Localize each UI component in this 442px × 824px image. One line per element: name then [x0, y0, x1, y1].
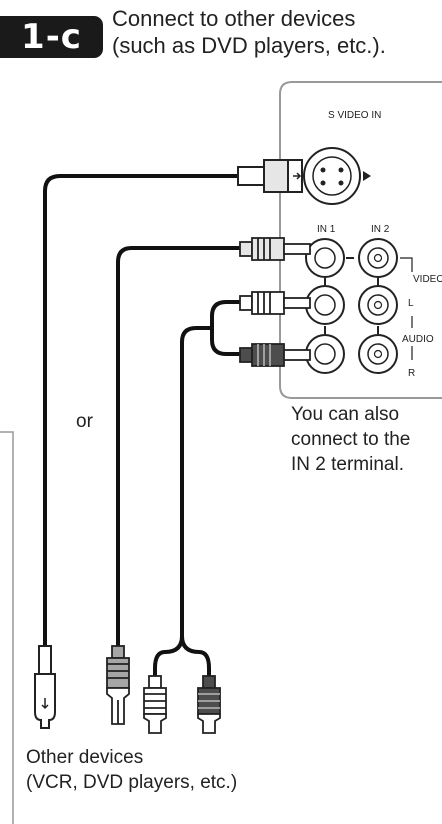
- devices-note: Other devices (VCR, DVD players, etc.): [26, 745, 237, 795]
- in2-note-line3: IN 2 terminal.: [291, 454, 404, 475]
- in2-label: IN 2: [371, 224, 390, 235]
- video-cable: [116, 246, 242, 648]
- video-label: VIDEO: [413, 274, 442, 285]
- audio-split: [153, 635, 211, 678]
- section-badge: 1-c: [0, 16, 103, 58]
- devices-note-line1: Other devices: [26, 747, 144, 768]
- in2-note: You can also connect to the IN 2 termina…: [291, 402, 410, 477]
- svideo-in-jack: [303, 147, 371, 205]
- audio-l-plug-bottom: [143, 675, 167, 734]
- devices-note-line2: (VCR, DVD players, etc.): [26, 772, 238, 793]
- audio-r-plug-top: [239, 343, 311, 367]
- audio-cable-main: [180, 326, 212, 636]
- video-plug-bottom: [106, 645, 130, 725]
- bracket-line: [0, 431, 14, 824]
- or-label: or: [76, 411, 93, 432]
- jack-separators: [324, 257, 379, 334]
- r-label: R: [408, 368, 415, 379]
- in2-note-line1: You can also: [291, 404, 400, 425]
- l-label: L: [408, 298, 414, 309]
- svideo-plug-bottom: [34, 645, 56, 729]
- svideo-cable: [43, 174, 240, 648]
- in2-jacks: [358, 238, 398, 374]
- section-title-line1: Connect to other devices: [112, 6, 356, 31]
- section-title-line2: (such as DVD players, etc.).: [112, 33, 386, 58]
- svideo-in-label: S VIDEO IN: [328, 110, 381, 121]
- video-plug-top: [239, 237, 311, 261]
- audio-l-plug-top: [239, 291, 311, 315]
- in2-note-line2: connect to the: [291, 429, 411, 450]
- audio-label: AUDIO: [402, 334, 434, 345]
- audio-cable-l: [210, 300, 242, 356]
- in1-jacks: [305, 238, 345, 374]
- cables: [43, 174, 242, 678]
- in1-label: IN 1: [317, 224, 336, 235]
- svideo-plug-top: [237, 159, 303, 193]
- section-title: Connect to other devices (such as DVD pl…: [112, 5, 386, 59]
- audio-r-plug-bottom: [197, 675, 221, 734]
